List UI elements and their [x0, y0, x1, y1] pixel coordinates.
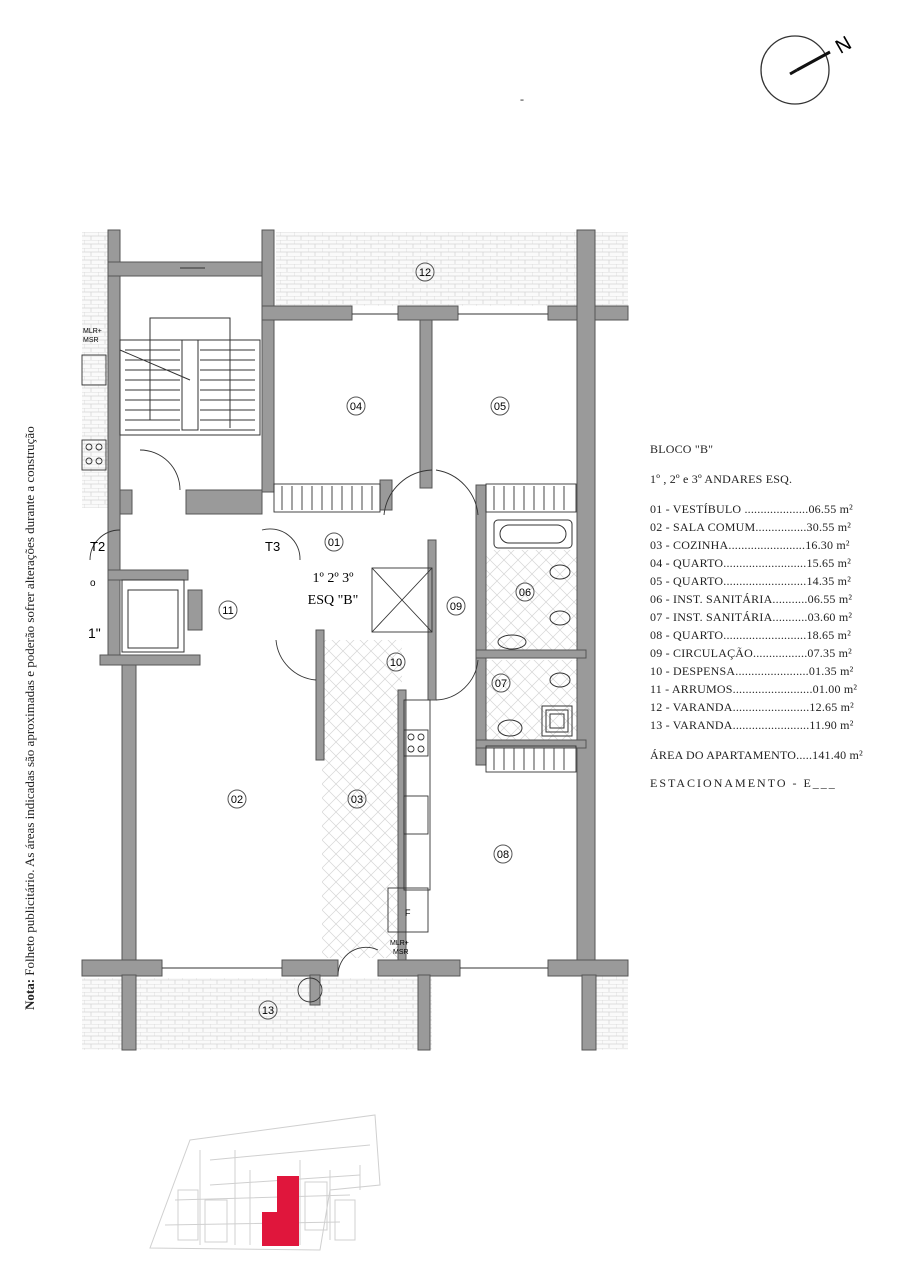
room-07: 07 — [491, 673, 511, 693]
legend-item: 07 - INST. SANITÁRIA...........03.60 m² — [650, 610, 853, 624]
unit-location-highlight-lower — [262, 1212, 280, 1246]
svg-text:03: 03 — [351, 794, 363, 806]
svg-text:MSR: MSR — [83, 337, 99, 344]
sanitary-fixtures — [493, 519, 573, 737]
svg-text:10: 10 — [390, 657, 402, 669]
wardrobes — [273, 483, 577, 933]
unit-location-highlight — [277, 1176, 299, 1246]
north-compass: N — [760, 32, 856, 105]
room-13: 13 — [258, 1000, 278, 1020]
svg-text:07: 07 — [495, 678, 507, 690]
room-05: 05 — [490, 396, 510, 416]
svg-text:12: 12 — [419, 267, 431, 279]
note-label: Nota: — [22, 978, 37, 1010]
disclaimer-note: Nota: Folheto publicitário. As áreas ind… — [22, 426, 38, 1010]
neighbor-unit-label: 1" — [88, 625, 101, 641]
balcony-right — [595, 975, 628, 1050]
room-09: 09 — [446, 596, 466, 616]
balcony-12 — [276, 232, 628, 306]
svg-text:MLR+: MLR+ — [83, 328, 102, 335]
top-mark: - — [520, 92, 524, 106]
staircase — [119, 317, 261, 436]
legend-item: 06 - INST. SANITÁRIA...........06.55 m² — [650, 592, 853, 606]
legend-item: 13 - VARANDA........................11.9… — [650, 718, 854, 732]
compass-north-label: N — [832, 32, 856, 58]
equipment-labels: MLR+ MSR MLR+ MSR F — [83, 328, 411, 956]
svg-text:MLR+: MLR+ — [390, 940, 409, 947]
neighbor-mark: o — [90, 578, 96, 589]
room-11: 11 — [218, 600, 238, 620]
legend-total-area: ÁREA DO APARTAMENTO.....141.40 m² — [650, 748, 863, 762]
svg-text:01: 01 — [328, 537, 340, 549]
room-04: 04 — [346, 396, 366, 416]
svg-text:11: 11 — [222, 605, 233, 617]
room-06: 06 — [515, 582, 535, 602]
svg-text:09: 09 — [450, 601, 462, 613]
doors — [89, 449, 479, 1003]
stair-labels: T2 T3 1" o — [88, 539, 280, 641]
legend-item: 11 - ARRUMOS.........................01.… — [650, 682, 858, 696]
svg-text:06: 06 — [519, 587, 531, 599]
area-legend: BLOCO "B" 1º , 2º e 3º ANDARES ESQ. 01 -… — [650, 440, 890, 792]
legend-item: 04 - QUARTO..........................15.… — [650, 556, 851, 570]
room-02: 02 — [227, 789, 247, 809]
room-10: 10 — [386, 652, 406, 672]
note-text: Folheto publicitário. As áreas indicadas… — [22, 426, 37, 979]
room-08: 08 — [493, 844, 513, 864]
balcony-13 — [82, 978, 432, 1050]
svg-text:05: 05 — [494, 401, 506, 413]
legend-block: BLOCO "B" — [650, 442, 714, 456]
legend-floors: 1º , 2º e 3º ANDARES ESQ. — [650, 472, 793, 486]
stair-label-t3: T3 — [265, 539, 280, 554]
legend-item: 09 - CIRCULAÇÃO.................07.35 m² — [650, 646, 852, 660]
kitchen-appliances — [81, 354, 429, 835]
legend-item: 03 - COZINHA........................16.3… — [650, 538, 850, 552]
svg-text:02: 02 — [231, 794, 243, 806]
unit-label: 1º 2º 3º ESQ "B" — [308, 571, 359, 608]
svg-text:F: F — [405, 908, 411, 918]
kitchen-floor — [322, 640, 402, 958]
svg-text:1º 2º 3º: 1º 2º 3º — [312, 571, 354, 586]
svg-text:MSR: MSR — [393, 949, 409, 956]
legend-item: 10 - DESPENSA.......................01.3… — [650, 664, 854, 678]
legend-item: 12 - VARANDA........................12.6… — [650, 700, 854, 714]
room-03: 03 — [347, 789, 367, 809]
svg-text:08: 08 — [497, 849, 509, 861]
windows — [162, 267, 548, 969]
room-12: 12 — [415, 262, 435, 282]
room-01: 01 — [324, 532, 344, 552]
elevator — [121, 579, 185, 653]
svg-text:13: 13 — [262, 1005, 274, 1017]
bathroom-06-floor — [485, 550, 577, 650]
walls — [81, 229, 629, 1051]
svg-text:ESQ "B": ESQ "B" — [308, 593, 359, 608]
legend-parking: ESTACIONAMENTO - E___ — [650, 776, 837, 790]
legend-item: 08 - QUARTO..........................18.… — [650, 628, 851, 642]
svg-text:04: 04 — [350, 401, 362, 413]
legend-item: 05 - QUARTO..........................14.… — [650, 574, 851, 588]
legend-item: 01 - VESTÍBULO ....................06.55… — [650, 502, 853, 516]
stair-label-t2: T2 — [90, 539, 105, 554]
legend-item: 02 - SALA COMUM................30.55 m² — [650, 520, 852, 534]
room-labels: 01 02 03 04 05 06 07 08 09 10 11 12 13 — [218, 262, 535, 1020]
